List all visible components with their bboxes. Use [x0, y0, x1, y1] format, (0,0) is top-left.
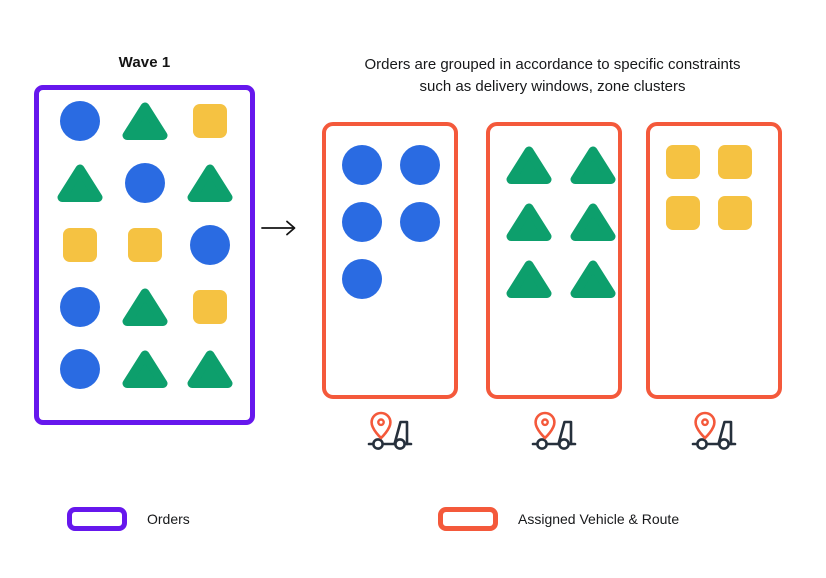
order-shape-triangle — [506, 260, 552, 298]
caption-line-1: Orders are grouped in accordance to spec… — [364, 56, 741, 73]
order-shape-circle — [189, 225, 230, 265]
order-shape-square — [718, 196, 752, 230]
group-row — [666, 196, 778, 230]
vehicle-group-box-triangles — [486, 122, 622, 399]
vehicle-icon-3 — [691, 409, 737, 451]
order-shape-circle — [342, 259, 382, 299]
order-shape-square — [666, 145, 700, 179]
order-shape-square — [718, 145, 752, 179]
group-row — [342, 259, 454, 299]
order-shape-circle — [342, 145, 382, 185]
vehicle-route-swatch — [438, 507, 498, 531]
legend-label-orders: Orders — [147, 511, 190, 527]
legend-item-vehicle-route: Assigned Vehicle & Route — [438, 507, 679, 531]
order-shape-circle — [59, 287, 100, 327]
order-shape-circle — [400, 202, 440, 242]
order-shape-square — [192, 290, 227, 324]
vehicle-group-box-circles — [322, 122, 458, 399]
legend-item-orders: Orders — [67, 507, 190, 531]
group-row — [342, 202, 454, 242]
group-row — [342, 145, 454, 185]
order-shape-square — [666, 196, 700, 230]
order-shape-circle — [59, 101, 100, 141]
order-shape-triangle — [570, 203, 616, 241]
order-shape-triangle — [122, 350, 167, 388]
order-shape-triangle — [506, 203, 552, 241]
caption: Orders are grouped in accordance to spec… — [300, 54, 805, 98]
order-shape-triangle — [122, 102, 167, 140]
wave-title: Wave 1 — [118, 54, 171, 71]
order-shape-square — [192, 104, 227, 138]
order-shape-square — [127, 228, 162, 262]
vehicle-icon-1 — [367, 409, 413, 451]
group-row — [506, 259, 618, 299]
right-arrow-icon — [260, 219, 300, 237]
order-shape-triangle — [506, 146, 552, 184]
wave-orders-box — [34, 85, 255, 425]
group-row — [506, 202, 618, 242]
vehicle-group-box-squares — [646, 122, 782, 399]
group-row — [506, 145, 618, 185]
orders-swatch — [67, 507, 127, 531]
location-pin-truck-icon — [691, 411, 737, 450]
order-shape-triangle — [122, 288, 167, 326]
order-shape-circle — [342, 202, 382, 242]
order-shape-circle — [400, 145, 440, 185]
order-shape-circle — [59, 349, 100, 389]
order-shape-triangle — [570, 260, 616, 298]
location-pin-truck-icon — [367, 411, 413, 450]
order-shape-triangle — [187, 164, 232, 202]
legend-label-vehicle-route: Assigned Vehicle & Route — [518, 511, 680, 527]
order-shape-circle — [124, 163, 165, 203]
vehicle-icon-2 — [531, 409, 577, 451]
group-row — [666, 145, 778, 179]
order-shape-triangle — [187, 350, 232, 388]
order-shape-triangle — [57, 164, 102, 202]
order-shape-square — [62, 228, 97, 262]
location-pin-truck-icon — [531, 411, 577, 450]
order-shape-triangle — [570, 146, 616, 184]
caption-line-2: such as delivery windows, zone clusters — [419, 78, 686, 95]
